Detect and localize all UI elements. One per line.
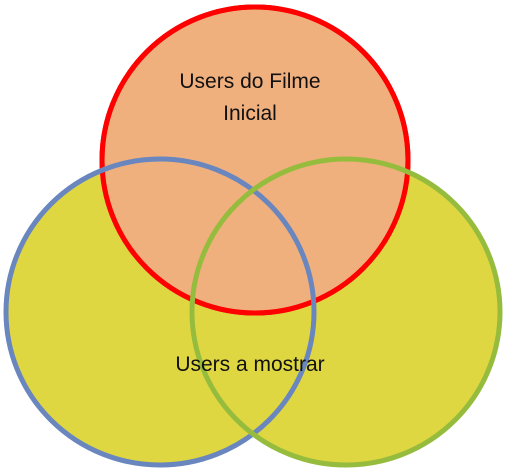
circle-right-outline: [189, 156, 503, 468]
center-label: Users a mostrar: [175, 353, 324, 376]
circle-left-outline: [3, 156, 317, 468]
circle-top-outline: [99, 4, 411, 316]
top-circle-label-line-1: Users do Filme: [179, 70, 320, 93]
top-circle-label-line-2: Inicial: [223, 102, 277, 125]
